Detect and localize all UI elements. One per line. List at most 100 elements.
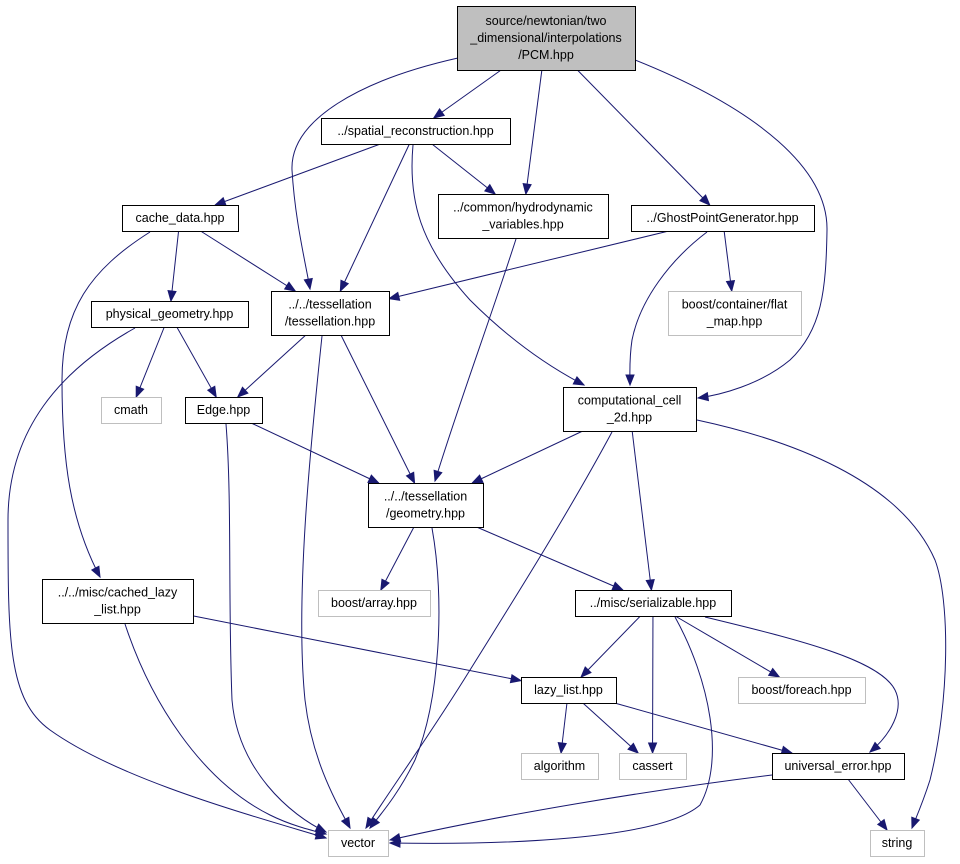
- edge-edge-to-vector: [225, 423, 328, 833]
- edge-arrowhead: [405, 471, 416, 485]
- edge-cachedlazy-to-lazy: [192, 615, 523, 684]
- edge-arrowhead: [780, 745, 794, 755]
- node-box: [318, 590, 431, 617]
- node-label-line: string: [882, 836, 913, 850]
- node-geometry[interactable]: ../../tessellation/geometry.hpp: [368, 483, 484, 528]
- node-label-line: algorithm: [534, 759, 585, 773]
- node-vector: vector: [328, 830, 389, 857]
- edge-arrowhead: [367, 474, 380, 484]
- edge-line: [380, 526, 415, 591]
- edge-line: [472, 430, 583, 484]
- node-label-line: cassert: [632, 759, 673, 773]
- edge-line: [525, 69, 543, 195]
- node-box: [457, 6, 636, 71]
- edge-line: [200, 230, 296, 292]
- edge-arrowhead: [471, 474, 484, 484]
- node-boostarray: boost/array.hpp: [318, 590, 431, 617]
- node-cachedlazy[interactable]: ../../misc/cached_lazy _list.hpp: [42, 579, 194, 624]
- node-label-line: vector: [341, 836, 375, 850]
- edge-line: [433, 69, 502, 119]
- node-label-line: ../GhostPointGenerator.hpp: [646, 211, 798, 225]
- node-label-line: physical_geometry.hpp: [106, 307, 234, 321]
- node-edge[interactable]: Edge.hpp: [185, 397, 263, 424]
- edge-line: [124, 623, 327, 835]
- node-label-line: universal_error.hpp: [784, 759, 891, 773]
- node-label-line: /geometry.hpp: [386, 507, 465, 521]
- edge-tess-to-vector: [301, 335, 351, 830]
- node-pcm[interactable]: source/newtonian/two_dimensional/interpo…: [457, 6, 636, 71]
- node-label-line: _2d.hpp: [606, 411, 652, 425]
- node-box: [772, 753, 905, 780]
- edge-line: [389, 616, 713, 844]
- edge-arrowhead: [572, 375, 586, 386]
- edge-arrowhead: [484, 183, 497, 195]
- edge-line: [580, 615, 641, 678]
- node-hydro[interactable]: ../common/hydrodynamic_variables.hpp: [438, 194, 609, 239]
- edge-line: [582, 702, 639, 754]
- edge-line: [434, 238, 517, 482]
- edge-line: [237, 334, 307, 398]
- node-ghost[interactable]: ../GhostPointGenerator.hpp: [631, 205, 815, 232]
- node-box: [91, 301, 249, 328]
- node-box: [438, 194, 609, 239]
- edge-geometry-to-boostarray: [380, 526, 415, 592]
- edge-arrowhead: [611, 581, 625, 591]
- edge-serial-to-lazy: [580, 615, 641, 678]
- node-label-line: boost/array.hpp: [331, 596, 417, 610]
- edge-line: [704, 616, 899, 753]
- node-box: [271, 291, 390, 336]
- edge-arrowhead: [213, 196, 227, 206]
- node-box: [321, 118, 511, 145]
- node-foreach: boost/foreach.hpp: [738, 677, 866, 704]
- edge-line: [250, 422, 379, 484]
- edge-physgeo-to-cmath: [135, 326, 165, 399]
- edge-line: [369, 527, 440, 829]
- edge-arrowhead: [283, 281, 297, 292]
- node-label-line: _list.hpp: [93, 603, 141, 617]
- edge-arrowhead: [627, 742, 640, 754]
- edge-arrowhead: [696, 391, 710, 402]
- node-serial[interactable]: ../misc/serializable.hpp: [575, 590, 732, 617]
- edge-geometry-to-serial: [476, 526, 625, 591]
- edge-line: [301, 335, 351, 829]
- edge-ghost-to-flatmap: [723, 230, 736, 293]
- edge-line: [696, 419, 947, 829]
- node-label-line: Edge.hpp: [197, 403, 251, 417]
- edge-line: [7, 327, 327, 839]
- edge-line: [225, 423, 327, 833]
- edge-arrowhead: [647, 742, 658, 755]
- edge-line: [631, 430, 652, 591]
- edge-line: [339, 143, 410, 292]
- node-spatial[interactable]: ../spatial_reconstruction.hpp: [321, 118, 511, 145]
- node-box: [631, 205, 815, 232]
- edge-spatial-to-tess: [339, 143, 410, 293]
- node-tess[interactable]: ../../tessellation/tessellation.hpp: [271, 291, 390, 336]
- node-label-line: _variables.hpp: [481, 218, 563, 232]
- node-lazy[interactable]: lazy_list.hpp: [521, 677, 617, 704]
- node-cache[interactable]: cache_data.hpp: [122, 205, 239, 232]
- edge-spatial-to-cell: [411, 144, 586, 386]
- edge-arrowhead: [369, 816, 381, 830]
- node-label-line: ../../misc/cached_lazy: [58, 586, 178, 600]
- node-string: string: [870, 830, 925, 857]
- node-box: [185, 397, 263, 424]
- edge-line: [135, 326, 165, 398]
- edge-arrowhead: [387, 291, 401, 301]
- edge-spatial-to-hydro: [431, 143, 497, 195]
- edge-tess-to-geometry: [340, 334, 416, 485]
- edge-line: [614, 702, 793, 754]
- edge-cell-to-geometry: [471, 430, 583, 484]
- node-label-line: boost/foreach.hpp: [751, 683, 851, 697]
- edge-pcm-to-tess: [291, 57, 459, 291]
- edge-ghost-to-tess: [387, 230, 669, 301]
- node-label-line: ../../tessellation: [384, 490, 467, 504]
- node-cell[interactable]: computational_cell_2d.hpp: [563, 387, 697, 432]
- edge-ghost-to-cell: [625, 231, 708, 387]
- edge-cell-to-serial: [631, 430, 655, 592]
- edge-arrowhead: [340, 816, 351, 830]
- edge-hydro-to-geometry: [433, 238, 517, 483]
- node-univerr[interactable]: universal_error.hpp: [772, 753, 905, 780]
- edge-line: [389, 774, 773, 841]
- node-physgeo[interactable]: physical_geometry.hpp: [91, 301, 249, 328]
